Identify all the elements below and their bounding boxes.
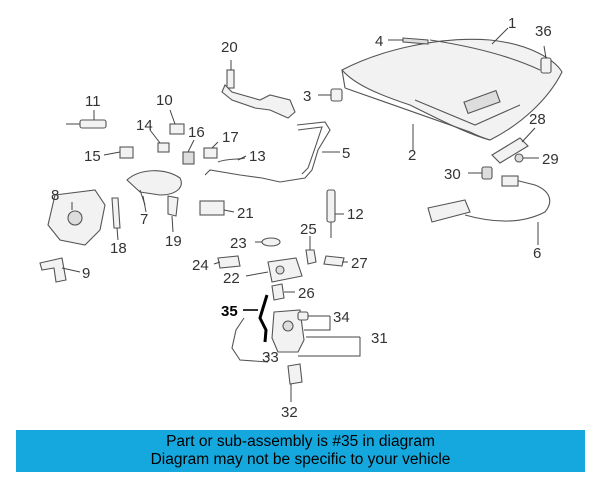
clip-24 <box>217 255 241 269</box>
actuator <box>267 257 303 283</box>
callout-28: 28 <box>529 111 546 128</box>
hinge-arm <box>221 69 296 119</box>
callout-10: 10 <box>156 92 173 109</box>
callout-30: 30 <box>444 166 461 183</box>
torsion-rod <box>204 121 331 183</box>
callout-6: 6 <box>533 245 541 262</box>
callout-17: 17 <box>222 129 239 146</box>
lock-assembly <box>47 189 106 246</box>
callout-4: 4 <box>375 33 383 50</box>
seal-23 <box>261 237 281 247</box>
rod-35 <box>258 294 269 343</box>
callout-3: 3 <box>303 88 311 105</box>
trim-strip <box>402 37 429 45</box>
callout-27: 27 <box>351 255 368 272</box>
callout-32: 32 <box>281 404 298 421</box>
callout-9: 9 <box>82 265 90 282</box>
latch-bracket <box>126 170 182 206</box>
callout-13: 13 <box>249 148 266 165</box>
cap-32 <box>287 363 303 385</box>
callout-numbers: 1 2 3 4 5 6 7 8 9 10 11 12 13 14 15 16 1… <box>51 15 559 421</box>
callout-16: 16 <box>188 124 205 141</box>
striker <box>199 200 225 216</box>
rod-18 <box>111 197 121 229</box>
bumper <box>330 88 343 102</box>
lock-cylinder <box>271 309 309 353</box>
bracket-9 <box>39 257 67 283</box>
clip-26 <box>271 283 285 301</box>
callout-1: 1 <box>508 15 516 32</box>
banner-line-1: Part or sub-assembly is #35 in diagram <box>166 433 435 450</box>
leader-lines <box>61 27 547 402</box>
callout-24: 24 <box>192 257 209 274</box>
trunk-lid <box>341 38 563 141</box>
callout-29: 29 <box>542 151 559 168</box>
bushing-30 <box>481 166 493 180</box>
gas-strut-12 <box>326 189 336 238</box>
callout-20: 20 <box>221 39 238 56</box>
info-banner: Part or sub-assembly is #35 in diagram D… <box>16 430 585 472</box>
callout-21: 21 <box>237 205 254 222</box>
emblem <box>540 57 552 74</box>
cable-13 <box>217 157 246 163</box>
callout-19: 19 <box>165 233 182 250</box>
callout-14: 14 <box>136 117 153 134</box>
screw-29 <box>514 153 524 163</box>
clip-27 <box>323 255 345 267</box>
clip-14 <box>157 142 170 153</box>
gas-strut-11 <box>66 119 107 129</box>
callout-33: 33 <box>262 349 279 366</box>
banner-line-2: Diagram may not be specific to your vehi… <box>150 451 451 468</box>
latch-plate-28 <box>491 137 529 164</box>
callout-12: 12 <box>347 206 364 223</box>
parts-diagram: 1 2 3 4 5 6 7 8 9 10 11 12 13 14 15 16 1… <box>39 15 563 421</box>
callout-23: 23 <box>230 235 247 252</box>
clip-10 <box>169 123 185 135</box>
callout-15: 15 <box>84 148 101 165</box>
callout-7: 7 <box>140 211 148 228</box>
clip-19 <box>167 195 179 217</box>
callout-11: 11 <box>85 93 101 110</box>
callout-31: 31 <box>371 330 388 347</box>
callout-2: 2 <box>408 147 416 164</box>
release-cable <box>427 175 551 223</box>
callout-22: 22 <box>223 270 240 287</box>
clip-16 <box>182 151 195 165</box>
clip-17 <box>203 147 218 159</box>
callout-26: 26 <box>298 285 315 302</box>
rod-33 <box>231 317 269 363</box>
callout-18: 18 <box>110 240 127 257</box>
callout-34: 34 <box>333 309 350 326</box>
callout-35: 35 <box>221 303 238 320</box>
clip-25 <box>305 249 317 265</box>
callout-36: 36 <box>535 23 552 40</box>
callout-8: 8 <box>51 187 59 204</box>
callout-5: 5 <box>342 145 350 162</box>
callout-25: 25 <box>300 221 317 238</box>
clip-15 <box>119 146 134 159</box>
